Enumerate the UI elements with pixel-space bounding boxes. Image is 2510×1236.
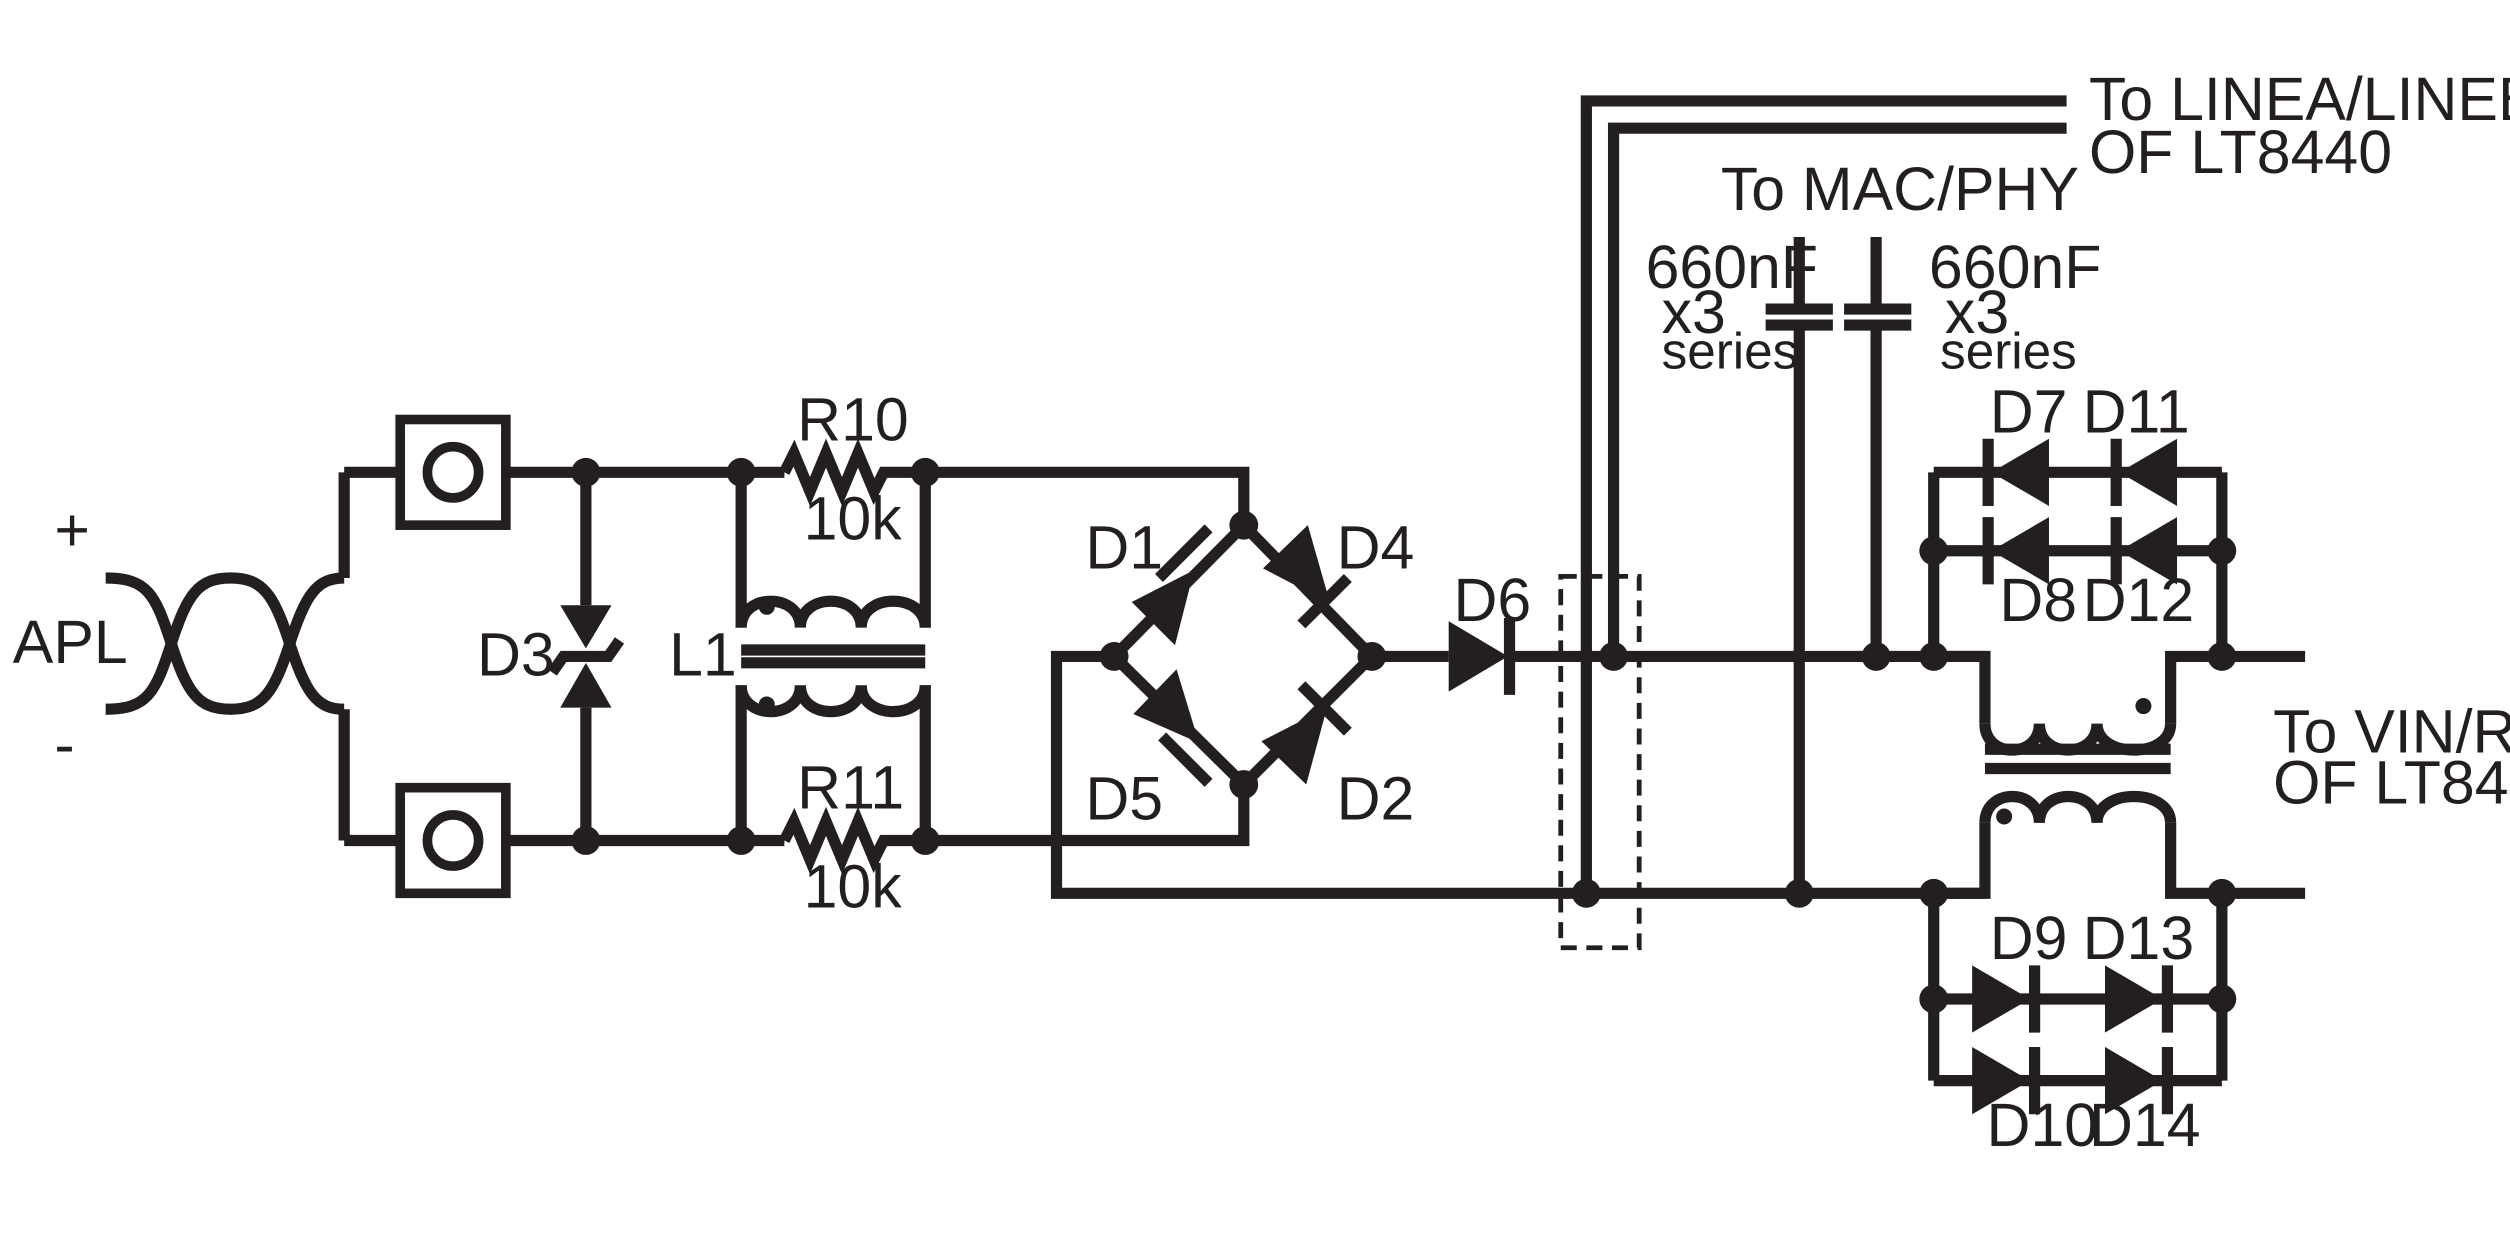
label-d4: D4 — [1337, 513, 1415, 581]
label-d2: D2 — [1337, 765, 1415, 833]
label-cap-right-count: x3 — [1945, 278, 2009, 346]
label-d13: D13 — [2083, 904, 2195, 972]
label-l1: L1 — [669, 621, 737, 689]
label-cap-left-value: 660nF — [1646, 233, 1818, 301]
label-d6: D6 — [1453, 566, 1531, 634]
labels: + APL - D3 L1 R10 10k R11 10k D1 D4 D5 D… — [13, 65, 2510, 1159]
label-d11: D11 — [2083, 377, 2190, 445]
label-cap-left-count: x3 — [1662, 278, 1726, 346]
label-d1: D1 — [1085, 513, 1163, 581]
label-to-mac-phy: To MAC/PHY — [1721, 155, 2079, 223]
label-r11-value: 10k — [804, 853, 903, 921]
label-to-linea-line1: To LINEA/LINEB — [2089, 65, 2510, 133]
output-choke — [1933, 650, 2306, 899]
label-d12: D12 — [2083, 566, 2195, 634]
label-d3: D3 — [477, 621, 555, 689]
dashed-box — [1558, 573, 1642, 951]
twisted-pair-cable — [105, 466, 401, 847]
label-cap-right-type: series — [1940, 322, 2077, 379]
label-cap-left-type: series — [1662, 322, 1799, 379]
label-plus: + — [54, 496, 90, 564]
cap-left — [1765, 237, 1833, 894]
d3-tvs-diode — [547, 472, 625, 841]
label-d10: D10 — [1987, 1091, 2099, 1159]
r11-resistor — [779, 806, 926, 875]
label-r11: R11 — [797, 753, 904, 821]
label-d8: D8 — [1999, 566, 2077, 634]
label-d14: D14 — [2089, 1091, 2201, 1159]
diode-bridge — [1110, 521, 1376, 789]
junction-dots — [571, 457, 2237, 1014]
label-to-linea-line2: OF LT8440 — [2089, 118, 2392, 186]
label-minus: - — [54, 710, 74, 778]
label-to-vin-line1: To VIN/RTN — [2273, 697, 2510, 765]
terminal-top — [395, 414, 511, 530]
l1-choke — [735, 472, 931, 841]
cap-right — [1844, 237, 1912, 657]
label-d7: D7 — [1990, 377, 2068, 445]
r10-resistor — [779, 438, 926, 507]
label-cap-right-value: 660nF — [1929, 233, 2101, 301]
label-r10-value: 10k — [804, 485, 903, 553]
terminal-bottom — [395, 782, 511, 899]
label-r10: R10 — [797, 385, 909, 453]
label-apl: APL — [13, 608, 128, 676]
label-d9: D9 — [1990, 904, 2068, 972]
label-d5: D5 — [1085, 765, 1163, 833]
label-to-vin-line2: OF LT8440 — [2273, 749, 2510, 817]
